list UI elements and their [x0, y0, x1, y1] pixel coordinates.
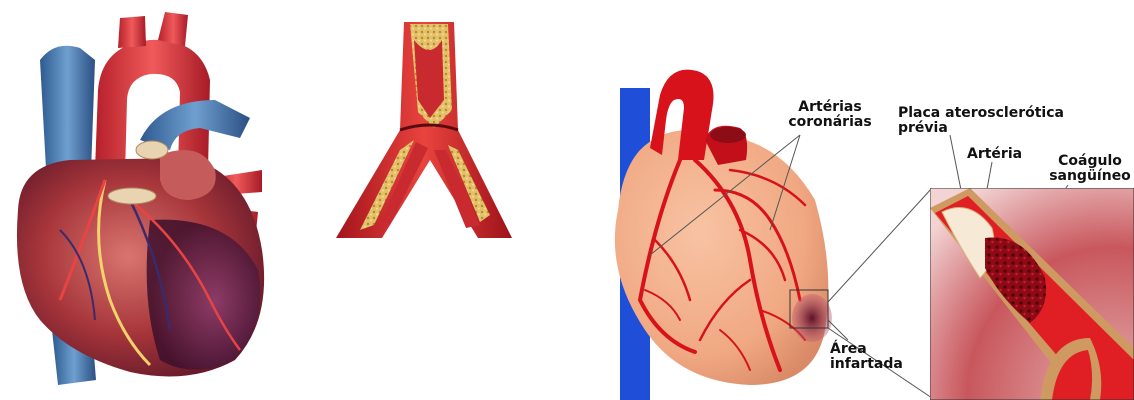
infarcted-area-label: Área infartada — [830, 342, 930, 372]
previous-plaque-label: Placa aterosclerótica prévia — [898, 106, 1134, 136]
zoom-inset-icon — [930, 188, 1134, 400]
coronary-arteries-label: Artérias coronárias — [780, 100, 880, 130]
artery-label: Artéria — [967, 147, 1047, 162]
clot-label: Coágulo sangüíneo — [1044, 154, 1134, 184]
